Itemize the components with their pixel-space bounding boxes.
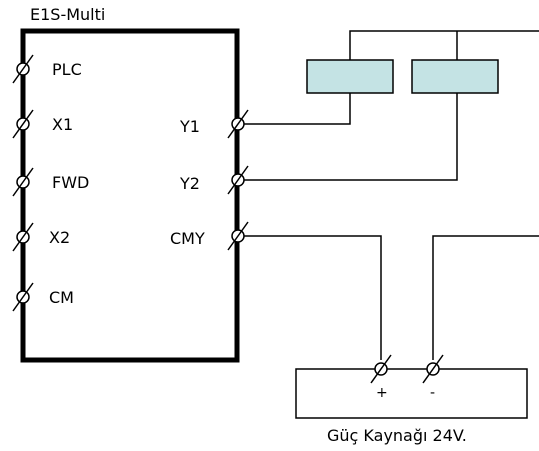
relay-1: [306, 59, 394, 94]
output-label-y2: Y2: [179, 174, 200, 193]
input-label-x2: X2: [49, 228, 70, 247]
power-terminal-minus: [422, 354, 444, 384]
input-terminal-cm: [12, 282, 34, 312]
wire-y1-relay1: [244, 93, 351, 125]
power-plus-label: +: [376, 385, 388, 401]
device-box: [20, 28, 240, 363]
input-terminal-fwd: [12, 167, 34, 197]
output-terminal-y2: [227, 165, 249, 195]
output-terminal-y1: [227, 109, 249, 139]
power-supply-box: [295, 368, 528, 419]
input-label-fwd: FWD: [52, 173, 89, 192]
input-terminal-x1: [12, 109, 34, 139]
relay-2: [411, 59, 499, 94]
device-title: E1S-Multi: [30, 5, 105, 24]
output-label-y1: Y1: [179, 117, 200, 136]
input-terminal-plc: [12, 54, 34, 84]
output-terminal-cmy: [227, 221, 249, 251]
output-label-cmy: CMY: [170, 229, 205, 248]
input-label-plc: PLC: [52, 60, 82, 79]
input-label-x1: X1: [52, 115, 73, 134]
wire-cmy-plus: [244, 235, 382, 360]
input-label-cm: CM: [49, 288, 74, 307]
wire-minus-right: [432, 235, 539, 360]
input-terminal-x2: [12, 222, 34, 252]
wire-top-relay1: [349, 30, 539, 60]
wire-y2-relay2: [244, 93, 458, 181]
power-supply-label: Güç Kaynağı 24V.: [327, 426, 467, 445]
wires: [244, 30, 539, 360]
power-minus-label: -: [430, 385, 435, 401]
power-terminal-plus: [370, 354, 392, 384]
